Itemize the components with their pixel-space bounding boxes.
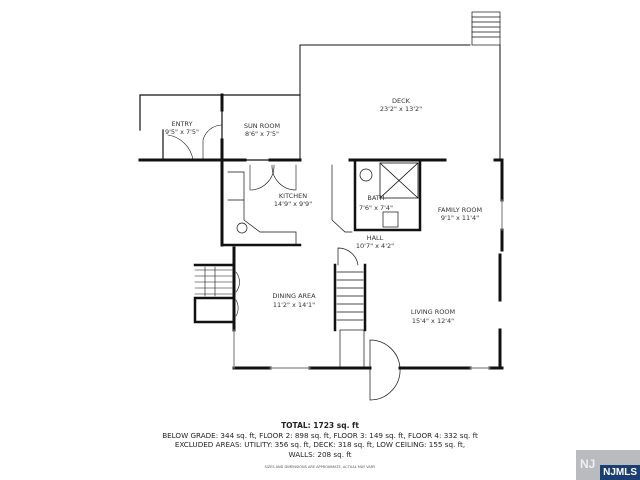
floor-areas: BELOW GRADE: 344 sq. ft, FLOOR 2: 898 sq… bbox=[162, 430, 478, 440]
svg-text:15'4" x 12'4": 15'4" x 12'4" bbox=[412, 317, 454, 325]
toilet bbox=[359, 168, 373, 182]
svg-text:10'7" x 4'2": 10'7" x 4'2" bbox=[356, 242, 394, 250]
logo-badge: NJMLS bbox=[600, 465, 640, 480]
total-area: TOTAL: 1723 sq. ft bbox=[281, 421, 359, 430]
svg-text:FAMILY ROOM: FAMILY ROOM bbox=[438, 206, 482, 214]
svg-text:SUN ROOM: SUN ROOM bbox=[244, 122, 280, 130]
svg-text:KITCHEN: KITCHEN bbox=[279, 192, 307, 200]
walls bbox=[138, 11, 504, 401]
svg-text:23'2" x 13'2": 23'2" x 13'2" bbox=[380, 105, 422, 113]
svg-text:8'6" x 7'5": 8'6" x 7'5" bbox=[245, 130, 279, 138]
svg-text:DINING AREA: DINING AREA bbox=[272, 292, 316, 300]
svg-text:LIVING ROOM: LIVING ROOM bbox=[411, 308, 455, 316]
walls-area: WALLS: 208 sq. ft bbox=[288, 449, 352, 459]
excluded-areas: EXCLUDED AREAS: UTILITY: 356 sq. ft, DEC… bbox=[174, 440, 466, 449]
kitchen-doors bbox=[249, 164, 297, 191]
svg-text:BATH: BATH bbox=[367, 194, 384, 202]
interior-walls bbox=[220, 158, 422, 247]
svg-text:HALL: HALL bbox=[367, 234, 384, 242]
logo-ghost-text: NJ bbox=[580, 457, 596, 471]
svg-text:9'5" x 7'5": 9'5" x 7'5" bbox=[165, 128, 199, 136]
sunroom-walls bbox=[139, 94, 301, 161]
deck-outline bbox=[299, 44, 501, 161]
svg-text:DECK: DECK bbox=[392, 97, 411, 105]
shower bbox=[379, 162, 419, 199]
exterior-walls bbox=[220, 158, 504, 370]
svg-text:11'2" x 14'1": 11'2" x 14'1" bbox=[273, 301, 315, 309]
entry-doors bbox=[167, 124, 223, 161]
front-door bbox=[369, 339, 401, 401]
area-summary: TOTAL: 1723 sq. ft BELOW GRADE: 344 sq. … bbox=[0, 421, 640, 473]
svg-text:14'9" x 9'9": 14'9" x 9'9" bbox=[274, 200, 312, 208]
basement-stairs bbox=[193, 263, 240, 324]
kitchen-sink bbox=[236, 222, 248, 234]
deck-stairs bbox=[471, 11, 501, 46]
sink bbox=[382, 211, 399, 228]
svg-text:9'1" x 11'4": 9'1" x 11'4" bbox=[441, 214, 479, 222]
hall-counter bbox=[331, 164, 353, 233]
center-stairs bbox=[333, 247, 367, 369]
svg-text:7'6" x 7'4": 7'6" x 7'4" bbox=[359, 204, 393, 212]
svg-text:ENTRY: ENTRY bbox=[171, 120, 192, 128]
njmls-logo: NJ NJMLS bbox=[576, 450, 640, 480]
windows bbox=[233, 199, 503, 369]
entry-walls-thick bbox=[138, 93, 224, 162]
disclaimer: SIZES AND DIMENSIONS ARE APPROXIMATE, AC… bbox=[264, 465, 376, 469]
room-bath: BATH 7'6" x 7'4" bbox=[359, 194, 393, 212]
kitchen-counter bbox=[227, 171, 297, 246]
